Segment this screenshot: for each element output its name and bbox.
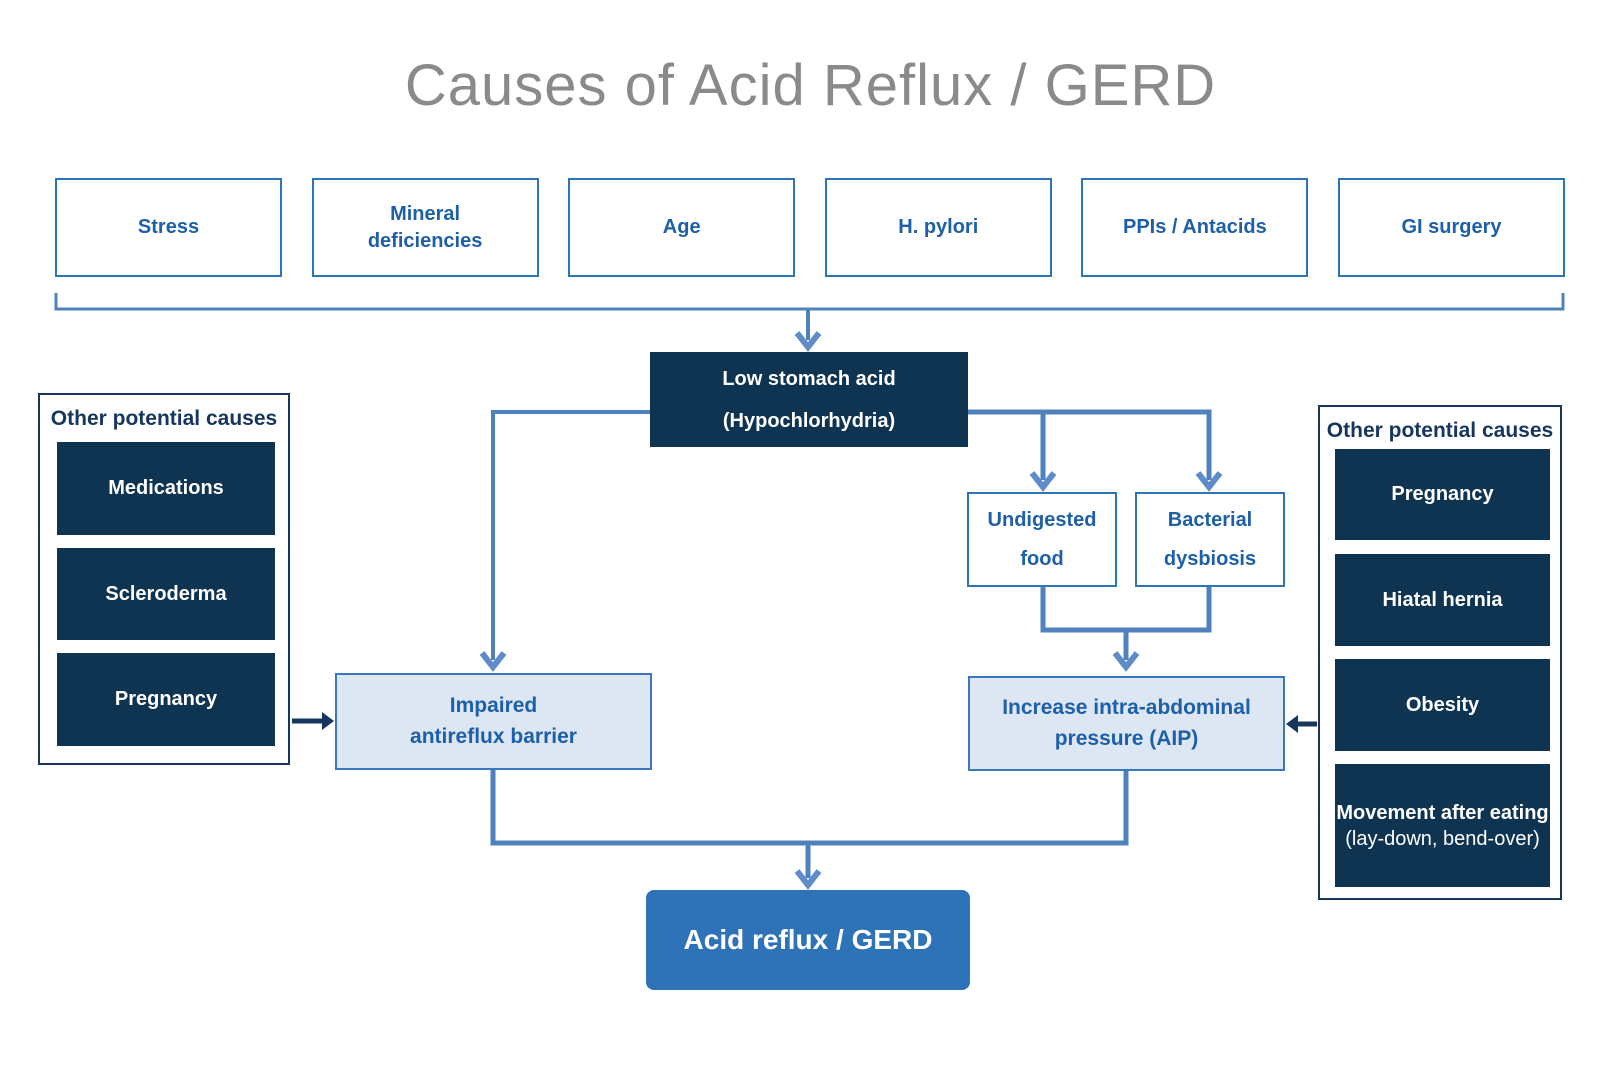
top-causes-row: Stress Mineral deficiencies Age H. pylor… [55,178,1565,277]
node-line: Impaired [449,694,538,718]
movement-title: Movement after eating [1336,801,1549,824]
cause-box-ppis-antacids: PPIs / Antacids [1081,178,1309,277]
panel-item-scleroderma: Scleroderma [57,548,275,640]
node-bacterial-dysbiosis: Bacterial dysbiosis [1135,492,1285,587]
panel-item-pregnancy-right: Pregnancy [1335,449,1550,540]
cause-label: Stress [137,216,200,238]
arrow-rightpanel-head [1286,715,1298,733]
cause-box-gi-surgery: GI surgery [1337,178,1565,277]
cause-box-stress: Stress [55,178,282,277]
node-acid-reflux-gerd: Acid reflux / GERD [646,890,970,990]
cause-label: H. pylori [898,216,979,238]
panel-item-medications: Medications [57,442,275,535]
node-undigested-food: Undigested food [967,492,1117,587]
node-line: Low stomach acid [722,367,896,390]
left-other-causes-panel: Other potential causes Medications Scler… [38,393,290,765]
line-lowacid-to-midboxes [968,409,1212,480]
node-line: Undigested [987,508,1097,531]
node-line: pressure (AIP) [1054,726,1199,750]
node-line: dysbiosis [1163,547,1257,570]
cause-label: PPIs / Antacids [1123,216,1267,238]
panel-item-pregnancy-left: Pregnancy [57,653,275,746]
line-outcomes-join [490,770,1129,878]
arrow-leftpanel-head [322,712,334,730]
node-line: Increase intra-abdominal [1002,696,1251,720]
panel-item-hiatal-hernia: Hiatal hernia [1335,554,1550,646]
cause-label: Age [662,216,701,238]
left-panel-title: Other potential causes [50,407,278,430]
panel-item-obesity: Obesity [1335,659,1550,751]
right-other-causes-panel: Other potential causes Pregnancy Hiatal … [1318,405,1562,900]
cause-label: GI surgery [1401,216,1502,238]
arrow-causes-to-lowacid-head [794,331,822,352]
arrow-impaired-head [479,651,507,672]
cause-box-mineral-deficiencies: Mineral deficiencies [311,178,539,277]
movement-subtitle: (lay-down, bend-over) [1345,827,1540,850]
node-increase-intra-abdominal-pressure: Increase intra-abdominal pressure (AIP) [968,676,1285,771]
node-line: food [1020,547,1064,570]
node-low-stomach-acid: Low stomach acid (Hypochlorhydria) [650,352,968,447]
node-line: Bacterial [1167,508,1253,531]
node-impaired-antireflux-barrier: Impaired antireflux barrier [335,673,652,770]
arrow-dysbiosis-head [1195,471,1223,492]
bracket-top-causes [54,293,1565,311]
panel-item-movement-after-eating: Movement after eating (lay-down, bend-ov… [1335,764,1550,887]
page-title: Causes of Acid Reflux / GERD [404,53,1217,118]
cause-label: Mineral deficiencies [367,202,483,252]
arrow-aip-head [1112,651,1140,672]
line-midboxes-to-aip [1040,587,1212,660]
right-panel-title: Other potential causes [1326,419,1554,442]
cause-box-h-pylori: H. pylori [824,178,1052,277]
cause-box-age: Age [568,178,796,277]
node-line: (Hypochlorhydria) [722,409,896,432]
arrow-gerd-head [794,869,822,890]
line-lowacid-to-impaired [491,410,650,660]
node-line: antireflux barrier [410,724,577,748]
arrow-undigested-head [1029,471,1057,492]
